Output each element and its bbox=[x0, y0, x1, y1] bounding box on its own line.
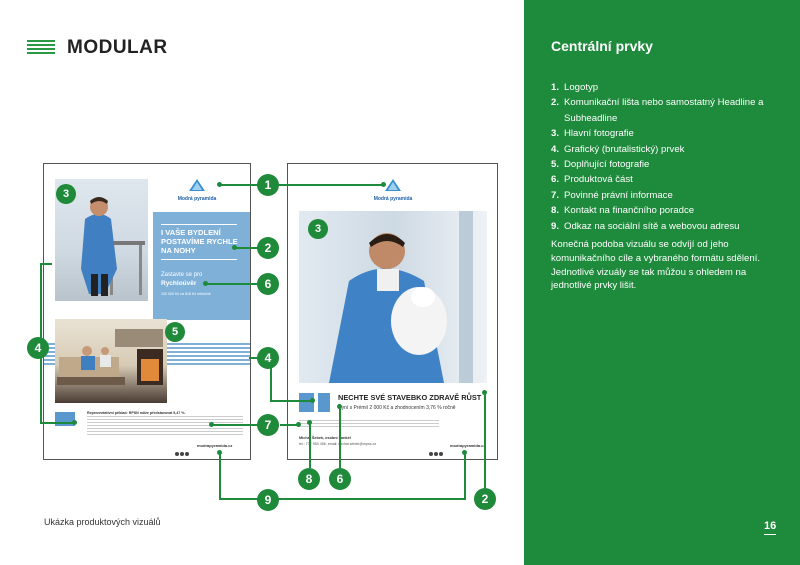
list-item: 8.Kontakt na finančního poradce bbox=[551, 205, 695, 217]
element-list: 1.Logotyp 2.Komunikační lišta nebo samos… bbox=[551, 80, 781, 234]
list-item: 7.Povinné právní informace bbox=[551, 189, 673, 201]
poster-1: Modrá pyramida I VAŠE BYDLENÍ POSTAVÍME … bbox=[43, 163, 251, 460]
page-number: 16 bbox=[764, 520, 777, 535]
poster-2: Modrá pyramida NECHTE SVÉ STAVEBKO ZDRAV… bbox=[287, 163, 498, 460]
poster-2-main-photo bbox=[299, 211, 487, 383]
badge-4: 4 bbox=[27, 337, 49, 359]
poster-2-headline: NECHTE SVÉ STAVEBKO ZDRAVĚ RŮST bbox=[338, 393, 482, 402]
sidebar-title: Centrální prvky bbox=[551, 38, 653, 54]
menu-lines-icon bbox=[27, 40, 55, 56]
list-item: 5.Doplňující fotografie bbox=[551, 159, 650, 171]
badge-9: 9 bbox=[257, 489, 279, 511]
page-title: MODULAR bbox=[67, 37, 168, 58]
badge-6: 6 bbox=[329, 468, 351, 490]
list-item: 4.Grafický (brutalistický) prvek bbox=[551, 143, 685, 155]
badge-2: 2 bbox=[474, 488, 496, 510]
list-item: 9.Odkaz na sociální sítě a webovou adres… bbox=[551, 220, 740, 232]
list-item: 1.Logotyp bbox=[551, 82, 599, 93]
poster-1-headline-panel: I VAŠE BYDLENÍ POSTAVÍME RYCHLE NA NOHY … bbox=[153, 212, 250, 320]
badge-4: 4 bbox=[257, 347, 279, 369]
left-panel: MODULAR Modrá pyramida I VAŠE BYDLENÍ PO… bbox=[27, 37, 498, 527]
pyramid-logo-icon bbox=[385, 179, 401, 191]
poster-1-logo: Modrá pyramida bbox=[172, 178, 222, 202]
badge-3: 3 bbox=[56, 184, 76, 204]
badge-5: 5 bbox=[165, 322, 185, 342]
sidebar-panel: Centrální prvky 1.Logotyp 2.Komunikační … bbox=[524, 0, 800, 565]
list-item: 2.Komunikační lišta nebo samostatný Head… bbox=[551, 97, 764, 124]
pyramid-logo-icon bbox=[189, 179, 205, 191]
caption: Ukázka produktových vizuálů bbox=[44, 517, 161, 527]
poster-1-main-photo bbox=[55, 179, 148, 301]
sidebar-paragraph: Konečná podoba vizuálu se odvíjí od jeho… bbox=[551, 239, 761, 292]
badge-3: 3 bbox=[308, 219, 328, 239]
connector-line bbox=[219, 184, 384, 186]
poster-1-secondary-photo bbox=[55, 319, 167, 403]
badge-8: 8 bbox=[298, 468, 320, 490]
badge-6: 6 bbox=[257, 273, 279, 295]
badge-2: 2 bbox=[257, 237, 279, 259]
list-item: 6.Produktová část bbox=[551, 174, 633, 186]
list-item: 3.Hlavní fotografie bbox=[551, 128, 634, 140]
badge-7: 7 bbox=[257, 414, 279, 436]
poster-1-headline: I VAŠE BYDLENÍ POSTAVÍME RYCHLE NA NOHY bbox=[161, 228, 238, 255]
badge-1: 1 bbox=[257, 174, 279, 196]
poster-2-logo: Modrá pyramida bbox=[368, 178, 418, 202]
